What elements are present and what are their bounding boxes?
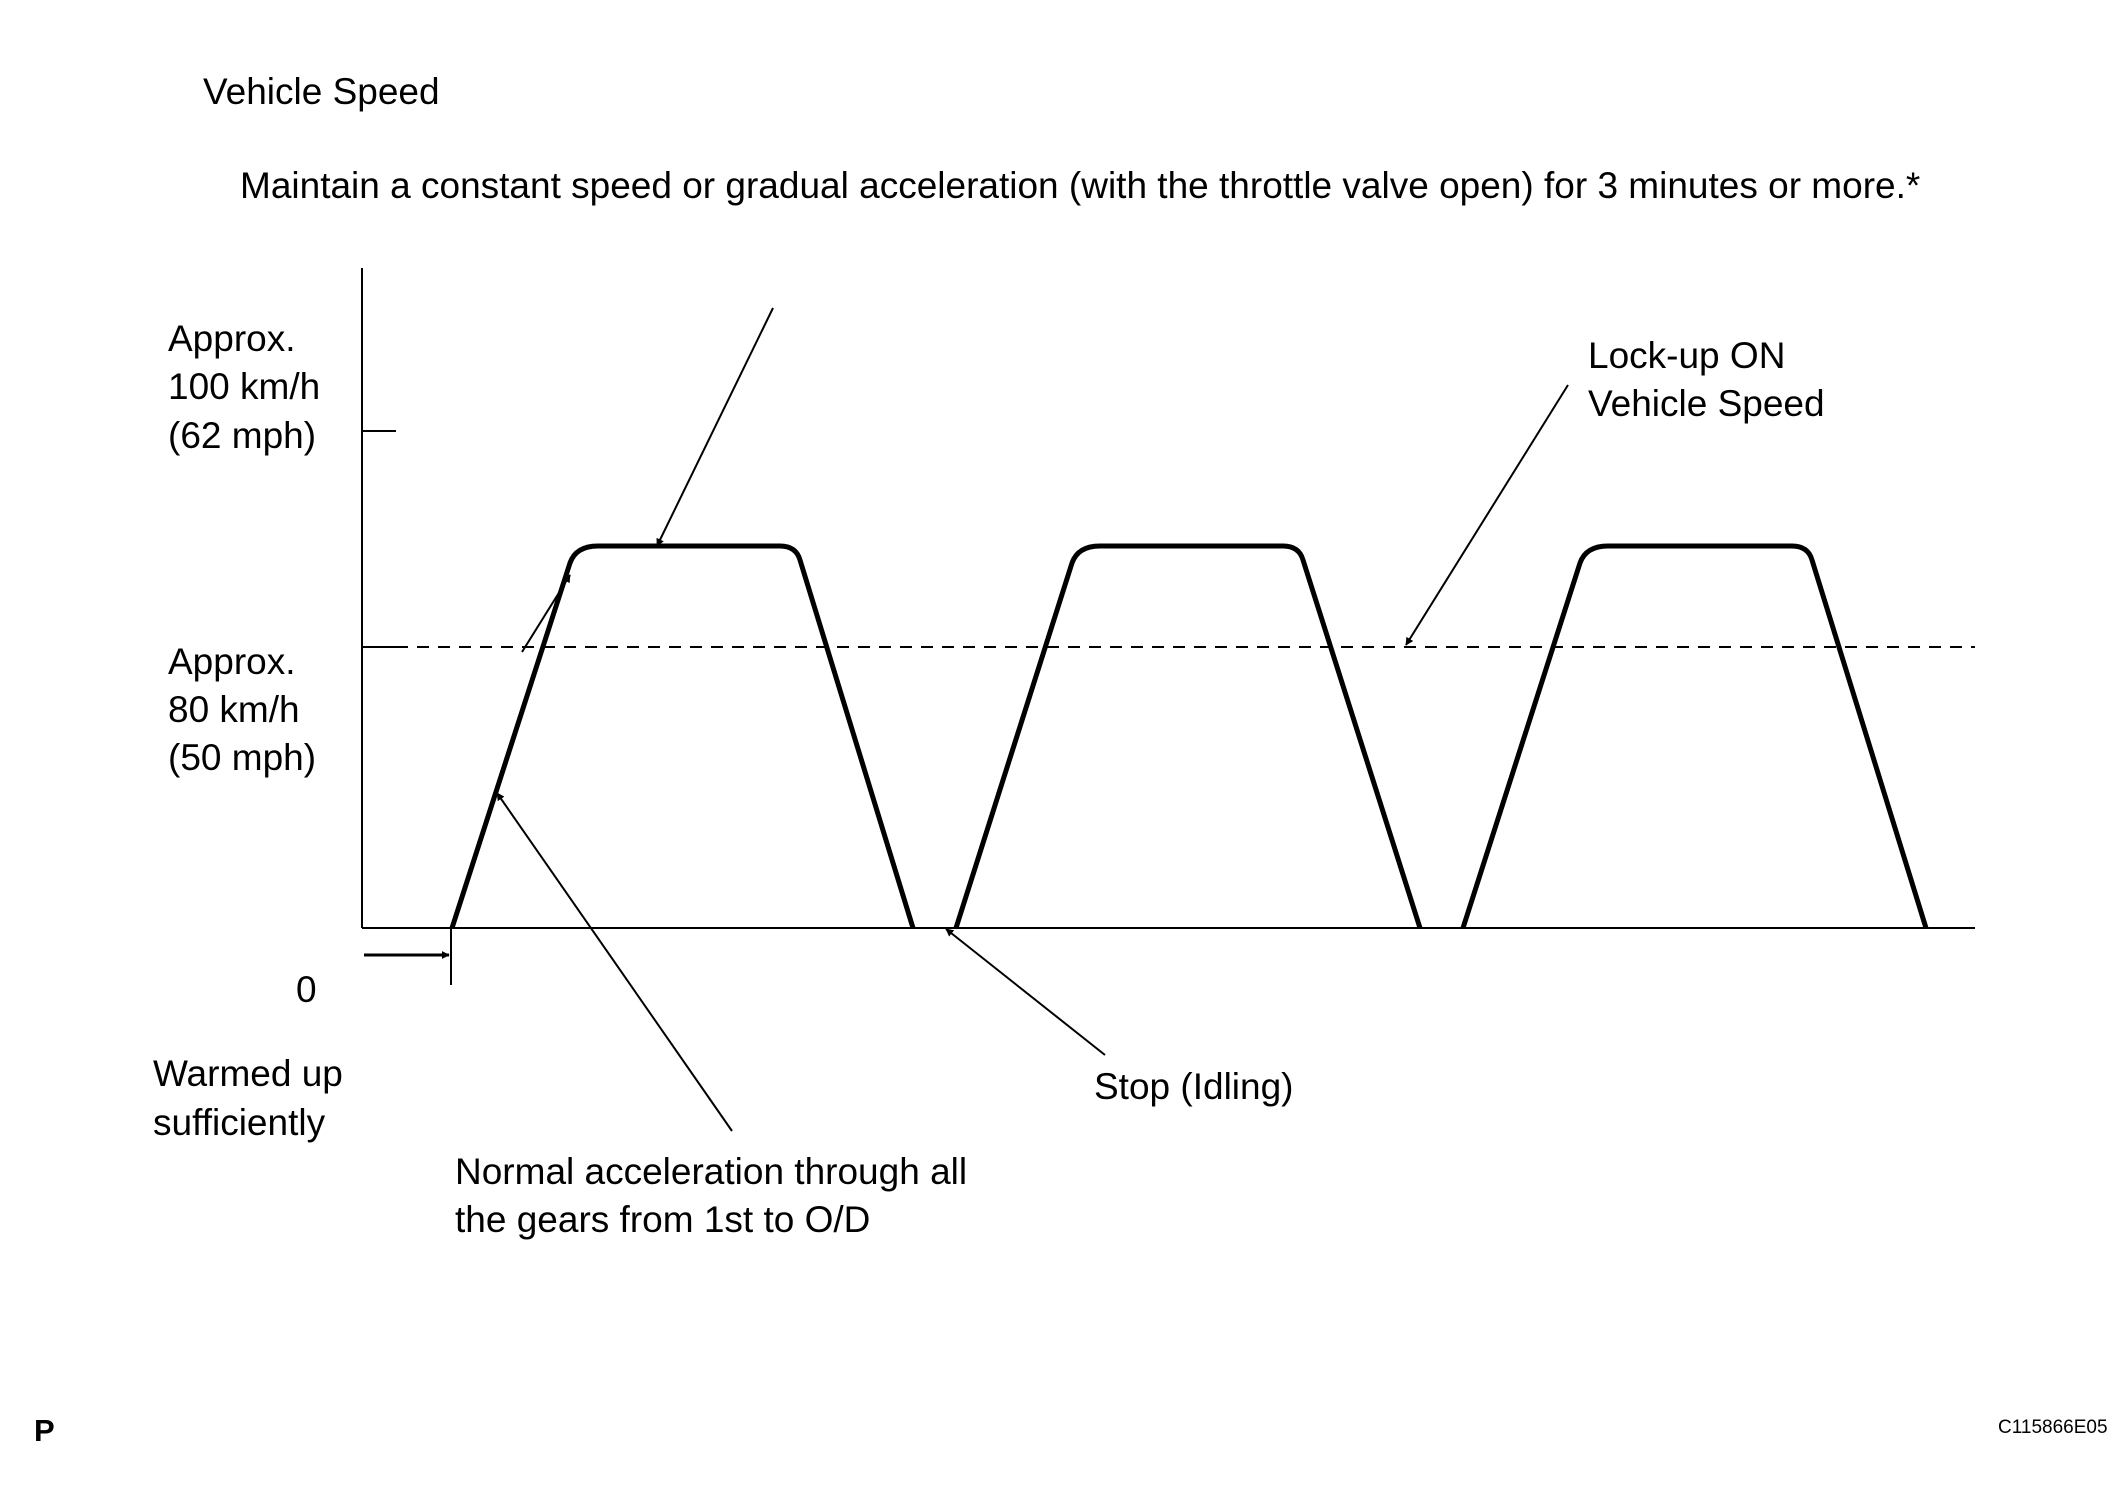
plateau-pointer-arrow — [656, 307, 774, 547]
accel-label-line1: Normal acceleration through all — [455, 1151, 968, 1192]
page-marker-p: P — [34, 1413, 55, 1448]
speed-cycle-3 — [1460, 543, 1929, 929]
lower-speed-label-line2: 80 km/h — [168, 689, 300, 730]
accel-pointer-arrow — [496, 792, 733, 1132]
lower-speed-label-line3: (50 mph) — [168, 737, 317, 778]
upper-speed-label-line3: (62 mph) — [168, 415, 317, 456]
warmed-label-line2: sufficiently — [153, 1102, 326, 1143]
warmed-label-line1: Warmed up — [153, 1053, 343, 1094]
y-axis-title: Vehicle Speed — [203, 71, 440, 112]
lower-speed-label-line1: Approx. — [168, 641, 296, 682]
lockup-pointer-arrow — [1405, 384, 1569, 646]
accel-label-line2: the gears from 1st to O/D — [455, 1199, 871, 1240]
upper-speed-label-line2: 100 km/h — [168, 366, 321, 407]
upper-speed-label-line1: Approx. — [168, 318, 296, 359]
accel-up-arrow — [521, 574, 571, 653]
lockup-label-line2: Vehicle Speed — [1588, 383, 1825, 424]
instruction-note: Maintain a constant speed or gradual acc… — [240, 165, 1921, 206]
stop-idling-label: Stop (Idling) — [1094, 1066, 1294, 1107]
zero-label: 0 — [296, 969, 317, 1010]
speed-cycle-2 — [953, 543, 1423, 929]
figure-code: C115866E05 — [1998, 1417, 2108, 1438]
speed-cycle-1 — [449, 543, 916, 929]
lockup-label-line1: Lock-up ON — [1588, 335, 1786, 376]
stop-pointer-arrow — [945, 928, 1106, 1056]
